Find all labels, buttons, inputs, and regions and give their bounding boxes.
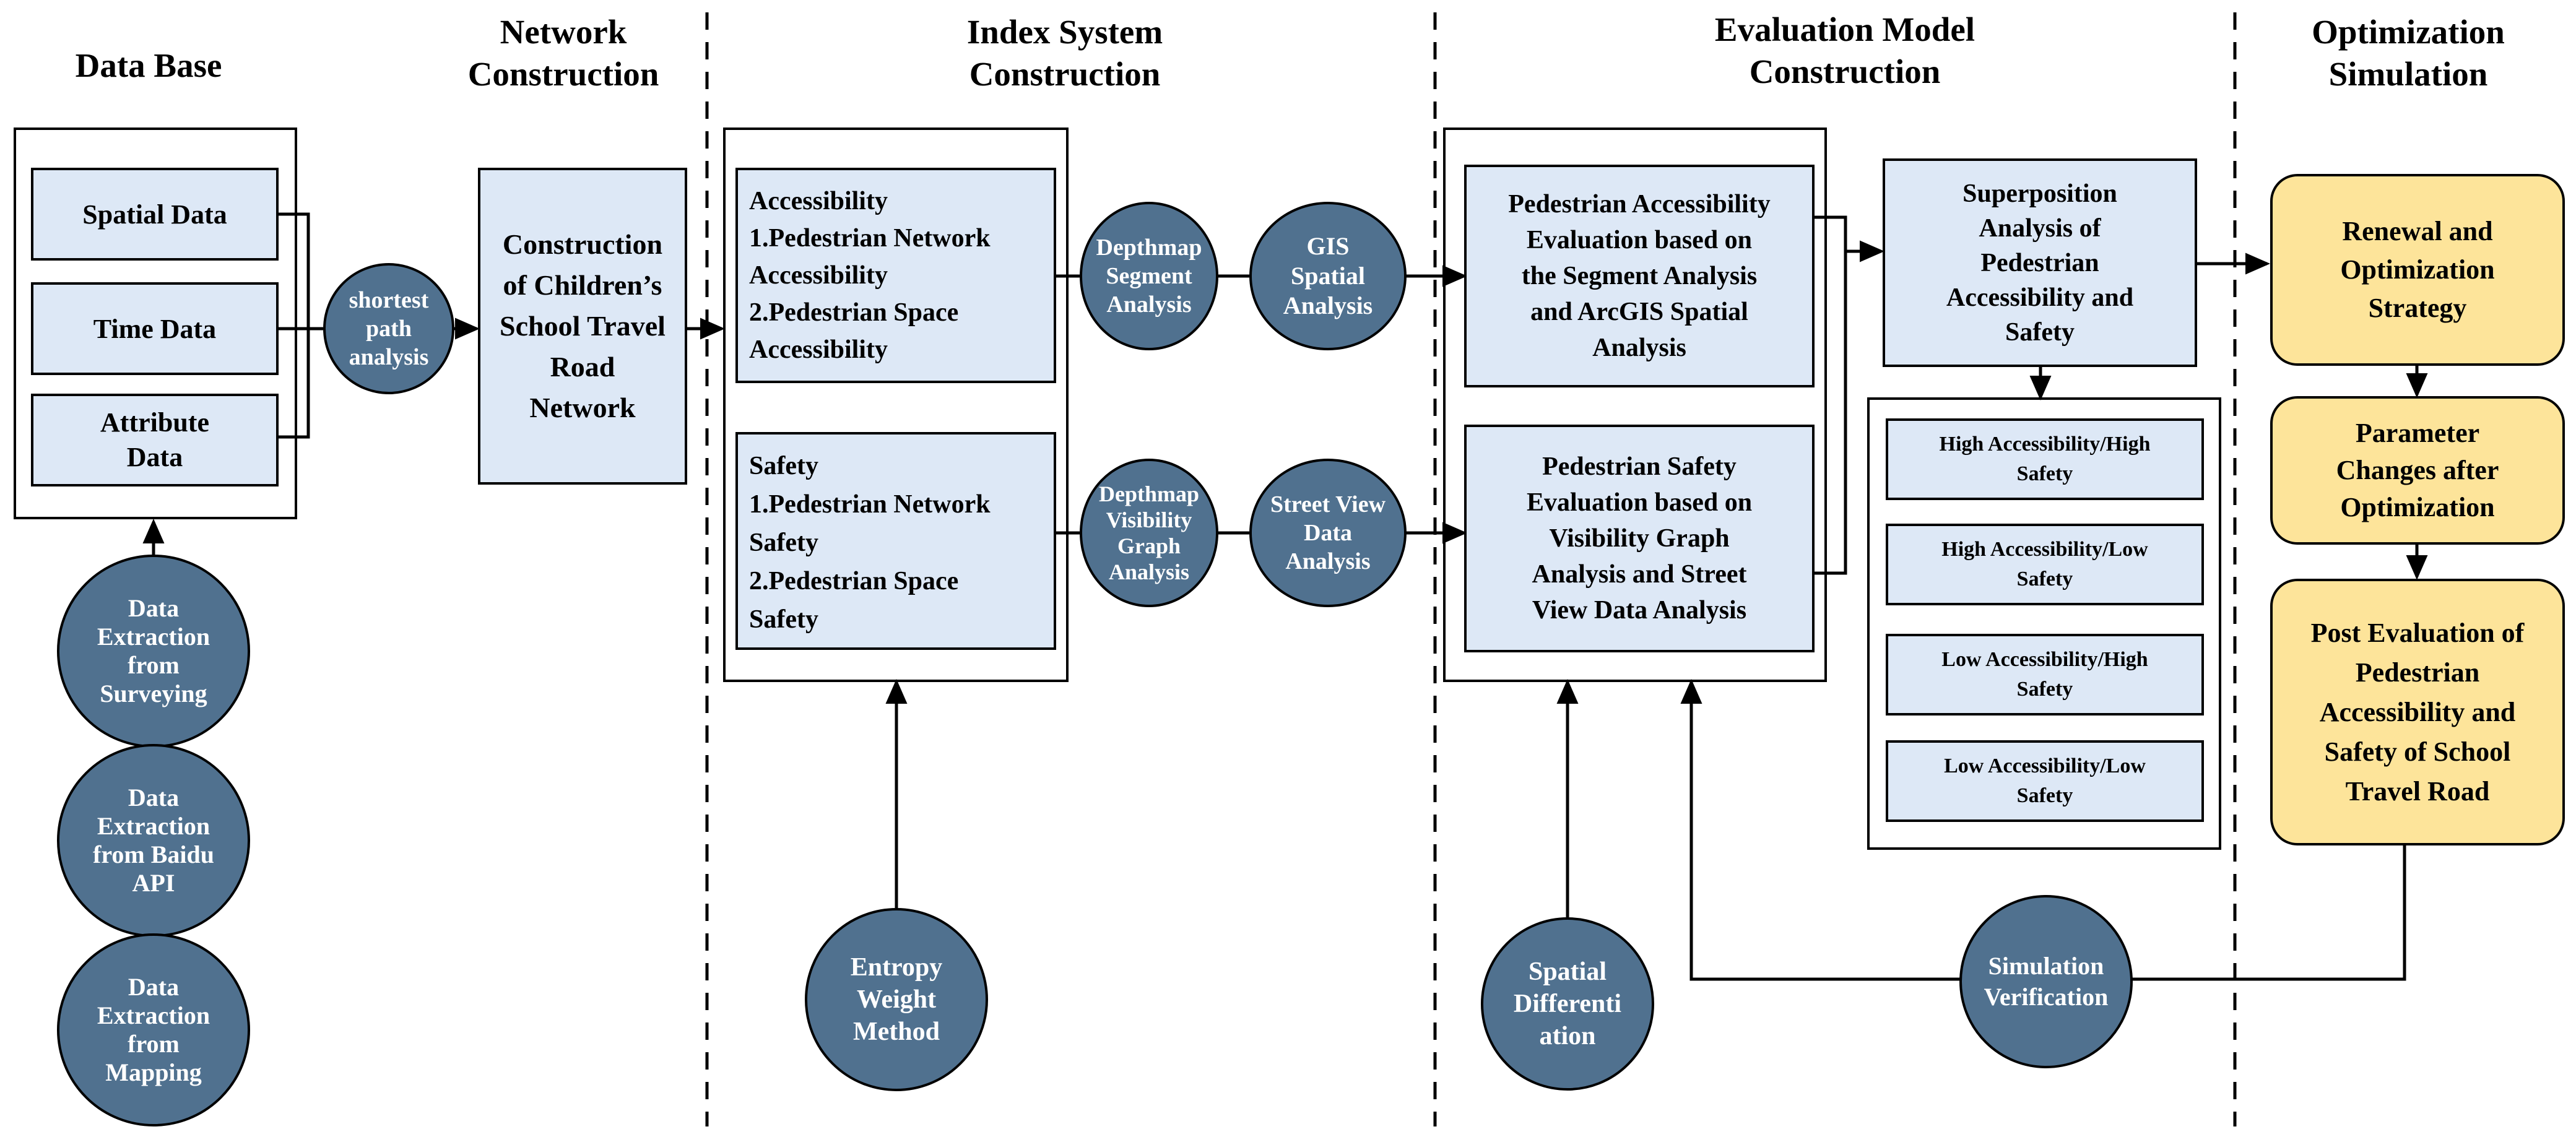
gis-spatial-circle: GIS Spatial Analysis — [1249, 202, 1407, 350]
quadrant-low-low: Low Accessibility/Low Safety — [1886, 740, 2204, 822]
quadrant-frame — [1867, 397, 2221, 850]
simulation-verification-circle: Simulation Verification — [1959, 895, 2133, 1068]
header-optimization: Optimization Simulation — [2312, 13, 2505, 93]
extraction-baidu-circle: Data Extraction from Baidu API — [57, 744, 250, 937]
extraction-mapping-circle: Data Extraction from Mapping — [57, 933, 250, 1126]
depthmap-visibility-circle: Depthmap Visibility Graph Analysis — [1080, 459, 1218, 607]
spatial-data-box: Spatial Data — [31, 168, 279, 261]
entropy-weight-circle: Entropy Weight Method — [805, 908, 988, 1091]
header-data-base: Data Base — [75, 46, 222, 84]
post-evaluation-box: Post Evaluation of Pedestrian Accessibil… — [2270, 579, 2565, 845]
evaluation-frame — [1443, 128, 1827, 682]
accessibility-eval-box: Pedestrian Accessibility Evaluation base… — [1464, 165, 1815, 387]
connector-spatial — [279, 212, 310, 439]
header-evaluation-model: Evaluation Model Construction — [1714, 11, 1975, 90]
safety-eval-box: Pedestrian Safety Evaluation based on Vi… — [1464, 425, 1815, 652]
shortest-path-circle: shortest path analysis — [323, 263, 454, 394]
depthmap-segment-circle: Depthmap Segment Analysis — [1080, 202, 1218, 350]
extraction-surveying-circle: Data Extraction from Surveying — [57, 555, 250, 748]
safety-index-box: Safety 1.Pedestrian Network Safety 2.Ped… — [735, 432, 1056, 650]
header-network-construction: Network Construction — [467, 13, 659, 93]
network-construction-box: Construction of Children’s School Travel… — [478, 168, 687, 485]
superposition-box: Superposition Analysis of Pedestrian Acc… — [1883, 158, 2197, 367]
header-index-system: Index System Construction — [966, 13, 1163, 93]
renewal-strategy-box: Renewal and Optimization Strategy — [2270, 174, 2565, 366]
parameter-changes-box: Parameter Changes after Optimization — [2270, 396, 2565, 545]
spatial-differentiation-circle: Spatial Differenti ation — [1481, 917, 1654, 1091]
index-system-frame — [723, 128, 1069, 682]
accessibility-index-box: Accessibility 1.Pedestrian Network Acces… — [735, 168, 1056, 383]
attribute-data-box: Attribute Data — [31, 394, 279, 486]
time-data-box: Time Data — [31, 282, 279, 375]
quadrant-high-high: High Accessibility/High Safety — [1886, 418, 2204, 500]
quadrant-low-high: Low Accessibility/High Safety — [1886, 634, 2204, 715]
column-separators — [705, 12, 2237, 1126]
street-view-circle: Street View Data Analysis — [1249, 459, 1407, 607]
quadrant-high-low: High Accessibility/Low Safety — [1886, 524, 2204, 605]
data-base-frame — [14, 128, 297, 519]
